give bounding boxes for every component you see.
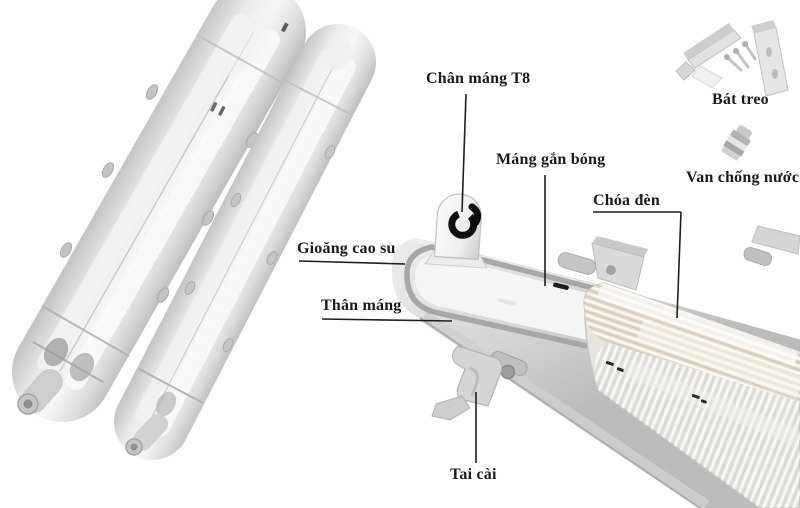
label-than-mang: Thân máng bbox=[321, 297, 402, 314]
diffuser-marks bbox=[280, 22, 707, 404]
label-chan-mang-t8: Chân máng T8 bbox=[426, 70, 531, 87]
label-gioang-cao-su: Gioăng cao su bbox=[297, 240, 396, 257]
diffuser-cover bbox=[280, 22, 800, 508]
label-bat-treo: Bát treo bbox=[712, 91, 769, 108]
waterproof-valve bbox=[721, 125, 752, 161]
pointer-lines bbox=[298, 93, 682, 463]
tube-side-clips bbox=[184, 145, 336, 352]
wall-anchor bbox=[691, 65, 723, 89]
label-mang-gan-bong: Máng gắn bóng bbox=[496, 151, 606, 168]
label-choa-den: Chóa đèn bbox=[593, 192, 660, 209]
label-tai-cai: Tai cài bbox=[450, 466, 497, 483]
latch-clip bbox=[557, 236, 648, 291]
t8-socket-slot-icon bbox=[448, 203, 482, 239]
hanging-brackets bbox=[675, 20, 789, 97]
latch-clip-far bbox=[743, 225, 800, 266]
mounting-screws bbox=[724, 41, 757, 72]
fixture-tube-small bbox=[114, 24, 376, 460]
label-van-chong-nuoc: Van chống nước bbox=[686, 169, 800, 186]
tube-side-clips bbox=[59, 84, 259, 303]
snap-clip bbox=[431, 345, 528, 421]
fixture-tube-large bbox=[12, 0, 306, 422]
t8-socket bbox=[423, 193, 488, 269]
rubber-gasket bbox=[404, 244, 655, 360]
